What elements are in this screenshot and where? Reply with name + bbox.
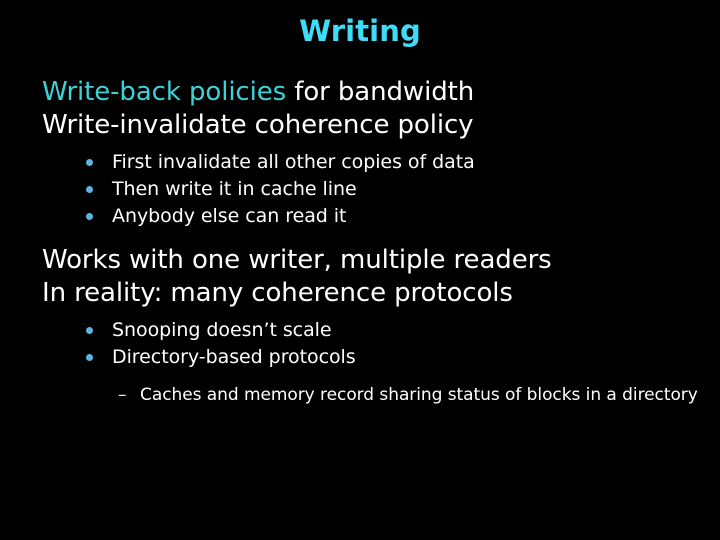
bullet-text-rest: for bandwidth <box>286 77 475 107</box>
spacer <box>0 142 720 149</box>
bullet-level2-label: Then write it in cache line <box>112 178 357 200</box>
bullet-level2-label: First invalidate all other copies of dat… <box>112 151 475 173</box>
spacer <box>0 230 720 244</box>
bullet-level1-in-reality: In reality: many coherence protocols <box>42 278 513 308</box>
bullet-level2-directory-based: Directory-based protocols <box>86 344 720 371</box>
slide-title: Writing <box>299 14 421 48</box>
dot-bullet-icon <box>86 186 93 193</box>
bullet-text-highlight: Write-back policies <box>42 77 287 107</box>
bullet-level2-anybody-else: Anybody else can read it <box>86 203 720 230</box>
bullet-level2-label: Directory-based protocols <box>112 346 356 368</box>
bullet-level1-write-invalidate: Write-invalidate coherence policy <box>42 110 474 140</box>
bullet-level3-caches-memory: –Caches and memory record sharing status… <box>118 383 702 408</box>
bullet-level1-write-back: Write-back policies for bandwidth <box>42 76 720 109</box>
spacer <box>0 310 720 317</box>
bullet-level2-label: Snooping doesn’t scale <box>112 319 332 341</box>
dot-bullet-icon <box>86 213 93 220</box>
bullet-level3-label: Caches and memory record sharing status … <box>140 385 698 405</box>
dash-bullet-icon: – <box>118 385 127 405</box>
slide-body: Write-back policies for bandwidth Write-… <box>0 76 720 408</box>
dot-bullet-icon <box>86 354 93 361</box>
bullet-level2-snooping: Snooping doesn’t scale <box>86 317 720 344</box>
bullet-level2-then-write: Then write it in cache line <box>86 176 720 203</box>
dot-bullet-icon <box>86 327 93 334</box>
dot-bullet-icon <box>86 159 93 166</box>
bullet-level2-first-invalidate: First invalidate all other copies of dat… <box>86 149 720 176</box>
bullet-level1-works-with: Works with one writer, multiple readers <box>42 245 552 275</box>
bullet-level2-label: Anybody else can read it <box>112 205 347 227</box>
spacer <box>0 371 720 383</box>
